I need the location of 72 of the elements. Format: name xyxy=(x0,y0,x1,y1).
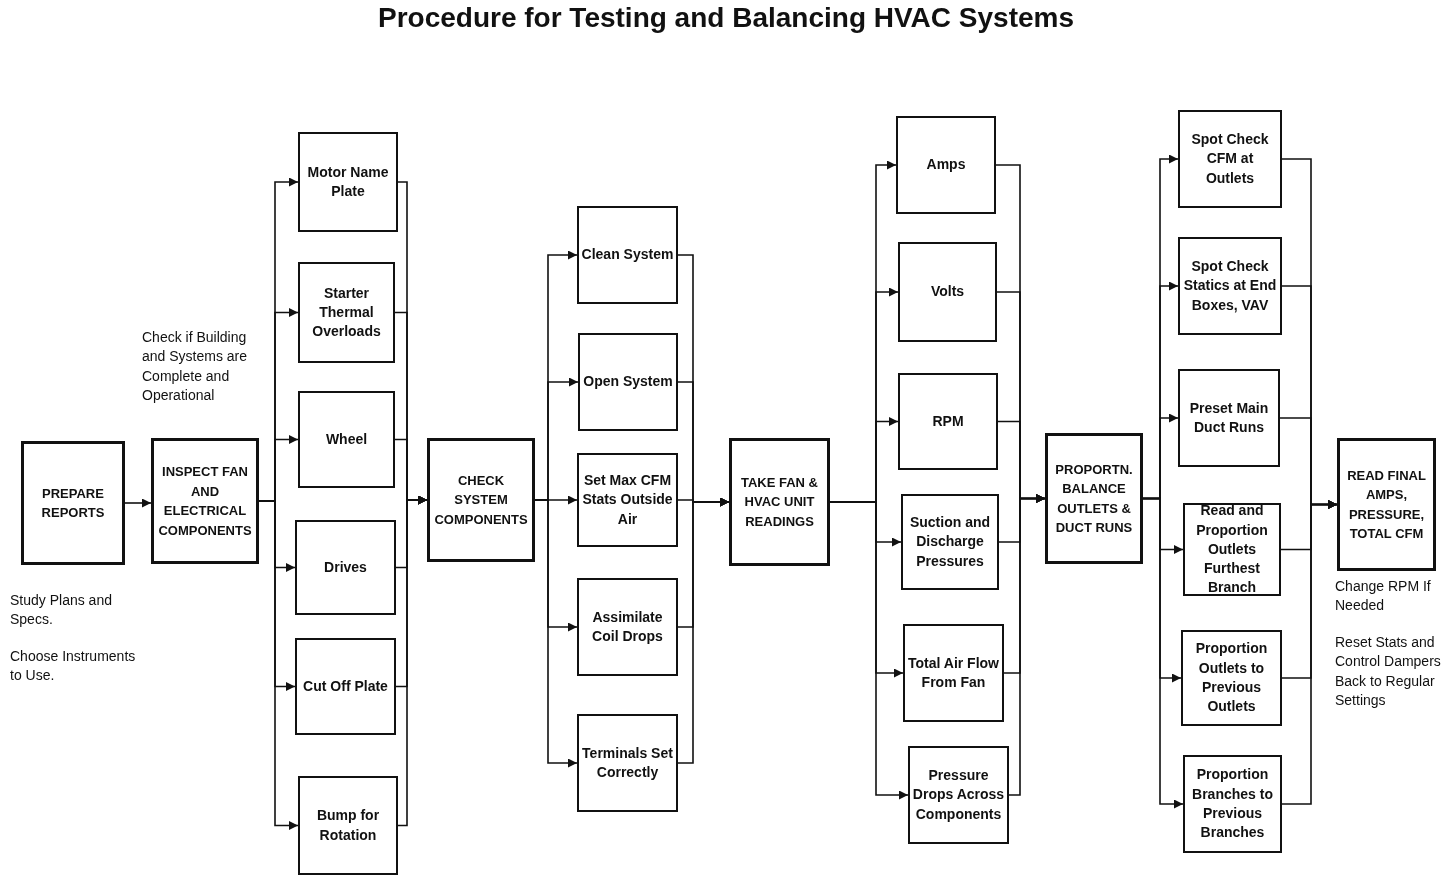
box-label: Motor Name Plate xyxy=(306,162,390,201)
process-box xyxy=(295,520,396,615)
process-box xyxy=(896,116,996,214)
box-label: Pressure Drops Across Components xyxy=(912,766,1005,824)
box-label: Set Max CFM xyxy=(583,471,672,491)
arrow-connector xyxy=(1008,494,1046,796)
process-box xyxy=(298,262,395,363)
box-label: INSPECT FAN AND ELECTRICAL COMPONENTS xyxy=(157,463,253,540)
note-text: Change RPM If Needed xyxy=(1335,577,1432,616)
box-label: TAKE FAN & HVAC UNIT READINGS xyxy=(739,473,819,531)
process-box xyxy=(903,624,1004,722)
note-text: Choose Instruments to Use. xyxy=(10,647,137,686)
box-label: Proportion Branches to Previous Branches xyxy=(1191,765,1274,843)
box-label: Amps xyxy=(926,155,966,175)
process-box xyxy=(1183,755,1282,853)
box-label: Open System xyxy=(583,372,673,392)
process-box xyxy=(1181,630,1282,726)
process-box xyxy=(577,714,678,812)
process-box xyxy=(1178,110,1282,208)
note-text: Reset Stats and Control Dampers Back to Regular Settings xyxy=(1335,633,1442,710)
box-label: Cut Off Plate xyxy=(303,676,388,696)
process-box xyxy=(1183,503,1281,596)
box-label: Stats Outside Air xyxy=(581,490,674,529)
process-box xyxy=(295,638,396,735)
arrow-connector xyxy=(1142,497,1184,809)
box-label: Spot Check Statics at End Boxes, VAV xyxy=(1182,257,1278,315)
process-box xyxy=(901,494,999,590)
process-box xyxy=(577,453,678,547)
arrow-connector xyxy=(677,497,730,764)
diagram-title: Procedure for Testing and Balancing HVAC Systems xyxy=(377,2,1075,34)
box-label: Volts xyxy=(930,282,965,302)
process-box xyxy=(1178,237,1282,335)
process-box xyxy=(898,373,998,470)
process-box xyxy=(577,206,678,304)
box-label: PREPARE REPORTS xyxy=(40,484,106,522)
box-label: READ FINAL AMPS, PRESSURE, TOTAL CFM xyxy=(1346,466,1427,543)
box-label: Bump for Rotation xyxy=(315,806,381,845)
box-label: RPM xyxy=(932,411,964,431)
note-text: Study Plans and Specs. xyxy=(10,591,113,630)
box-label: PROPORTN. BALANCE OUTLETS & DUCT RUNS xyxy=(1054,460,1134,537)
box-label: Spot Check CFM at Outlets xyxy=(1190,130,1270,188)
process-box xyxy=(577,578,678,676)
box-label: Assimilate Coil Drops xyxy=(591,607,664,646)
process-box xyxy=(1178,369,1280,467)
process-box xyxy=(1337,438,1436,571)
box-label: Wheel xyxy=(325,429,368,449)
box-label: Terminals Set Correctly xyxy=(581,743,674,782)
process-box xyxy=(1045,433,1143,564)
process-box xyxy=(298,776,398,875)
box-label: Total Air Flow From Fan xyxy=(907,653,1000,692)
box-label: Preset Main Duct Runs xyxy=(1188,398,1270,437)
arrow-connector xyxy=(1281,500,1338,805)
arrow-connector xyxy=(534,499,578,768)
process-box xyxy=(151,438,259,564)
process-box xyxy=(298,391,395,488)
box-label: Clean System xyxy=(581,245,674,265)
process-box xyxy=(898,242,997,342)
arrow-connector xyxy=(124,498,152,508)
box-label: Read and Proportion Outlets Furthest Branch xyxy=(1195,501,1269,598)
process-box xyxy=(427,438,535,562)
process-box xyxy=(298,132,398,232)
box-label: Proportion Outlets to Previous Outlets xyxy=(1194,639,1269,717)
box-label: Suction and Discharge Pressures xyxy=(908,513,992,571)
process-box xyxy=(908,746,1009,844)
box-label: Starter Thermal Overloads xyxy=(311,283,382,342)
process-box xyxy=(578,333,678,431)
process-box xyxy=(21,441,125,565)
box-label: CHECK SYSTEM COMPONENTS xyxy=(433,471,529,529)
process-box xyxy=(729,438,830,566)
arrow-connector xyxy=(397,495,428,827)
box-label: Drives xyxy=(324,557,367,577)
note-text: Check if Building and Systems are Complete and Operational xyxy=(142,328,249,405)
